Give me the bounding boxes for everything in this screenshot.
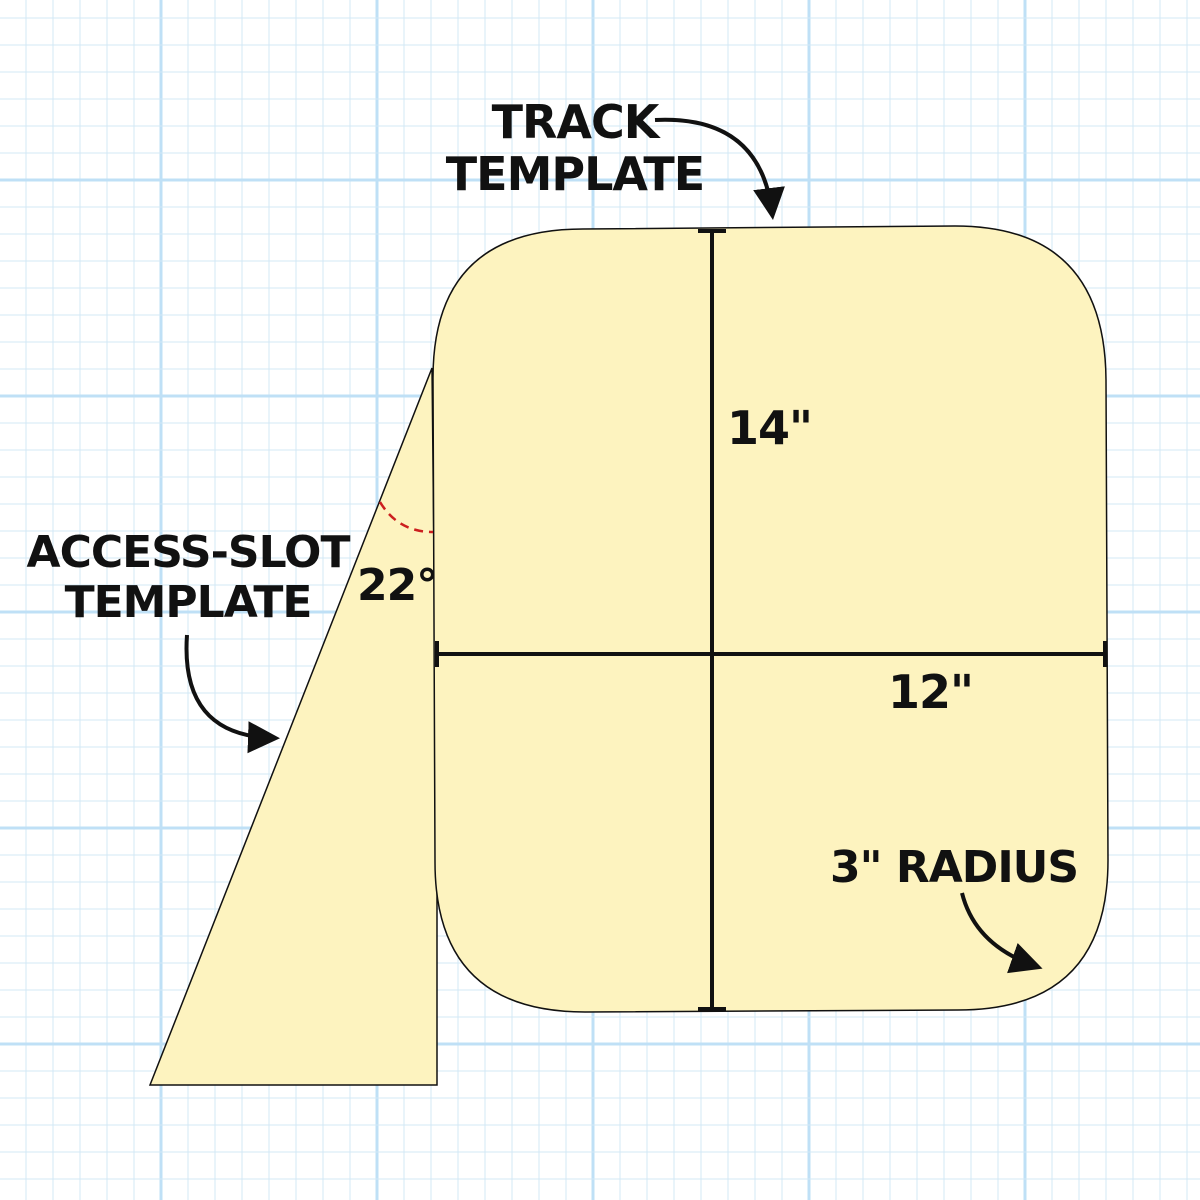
access-slot-arrow	[184, 634, 280, 754]
height-label: 14"	[727, 401, 812, 455]
radius-arrow	[960, 892, 1043, 974]
track-label-line2: TEMPLATE	[446, 147, 704, 201]
track-arrow	[654, 117, 785, 220]
angle-label: 22°	[357, 560, 437, 611]
track-template	[432, 225, 1109, 1013]
access-slot-label-line2: TEMPLATE	[65, 577, 312, 628]
access-slot-template	[148, 367, 438, 1086]
access-slot-label-line1: ACCESS-SLOT	[27, 527, 351, 578]
width-dimension-line	[435, 641, 1107, 667]
radius-label: 3" RADIUS	[830, 842, 1078, 893]
height-dimension-line	[698, 229, 726, 1011]
width-label: 12"	[888, 665, 973, 719]
angle-arc	[378, 501, 434, 534]
track-label-line1: TRACK	[492, 95, 662, 149]
